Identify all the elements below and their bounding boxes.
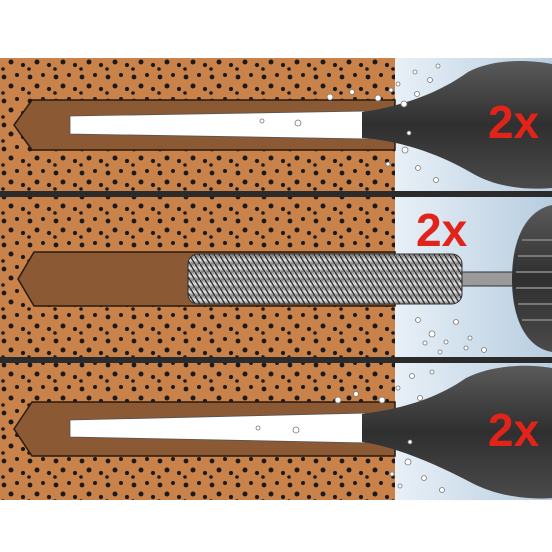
brush-shaft (461, 271, 519, 287)
step-2-brush-out-panel: 2x (0, 197, 552, 357)
blow-pump-icon (362, 61, 552, 189)
repeat-count-label: 2x (488, 404, 540, 456)
blow-pump-icon (362, 365, 552, 499)
cleaning-brush-icon (187, 253, 463, 305)
repeat-count-label: 2x (416, 204, 468, 256)
drill-chuck-icon (512, 205, 552, 352)
dust-particles (415, 317, 487, 355)
panel-divider (0, 357, 552, 363)
panel-divider (0, 191, 552, 197)
air-jet (69, 110, 371, 140)
dust-particles (259, 63, 441, 183)
step-3-blow-out-panel: 2x (0, 363, 552, 500)
repeat-count-label: 2x (488, 96, 540, 148)
dust-particles (255, 369, 445, 493)
step-1-blow-out-panel: 2x (0, 58, 552, 191)
drill-chuck-ridges (516, 239, 552, 321)
